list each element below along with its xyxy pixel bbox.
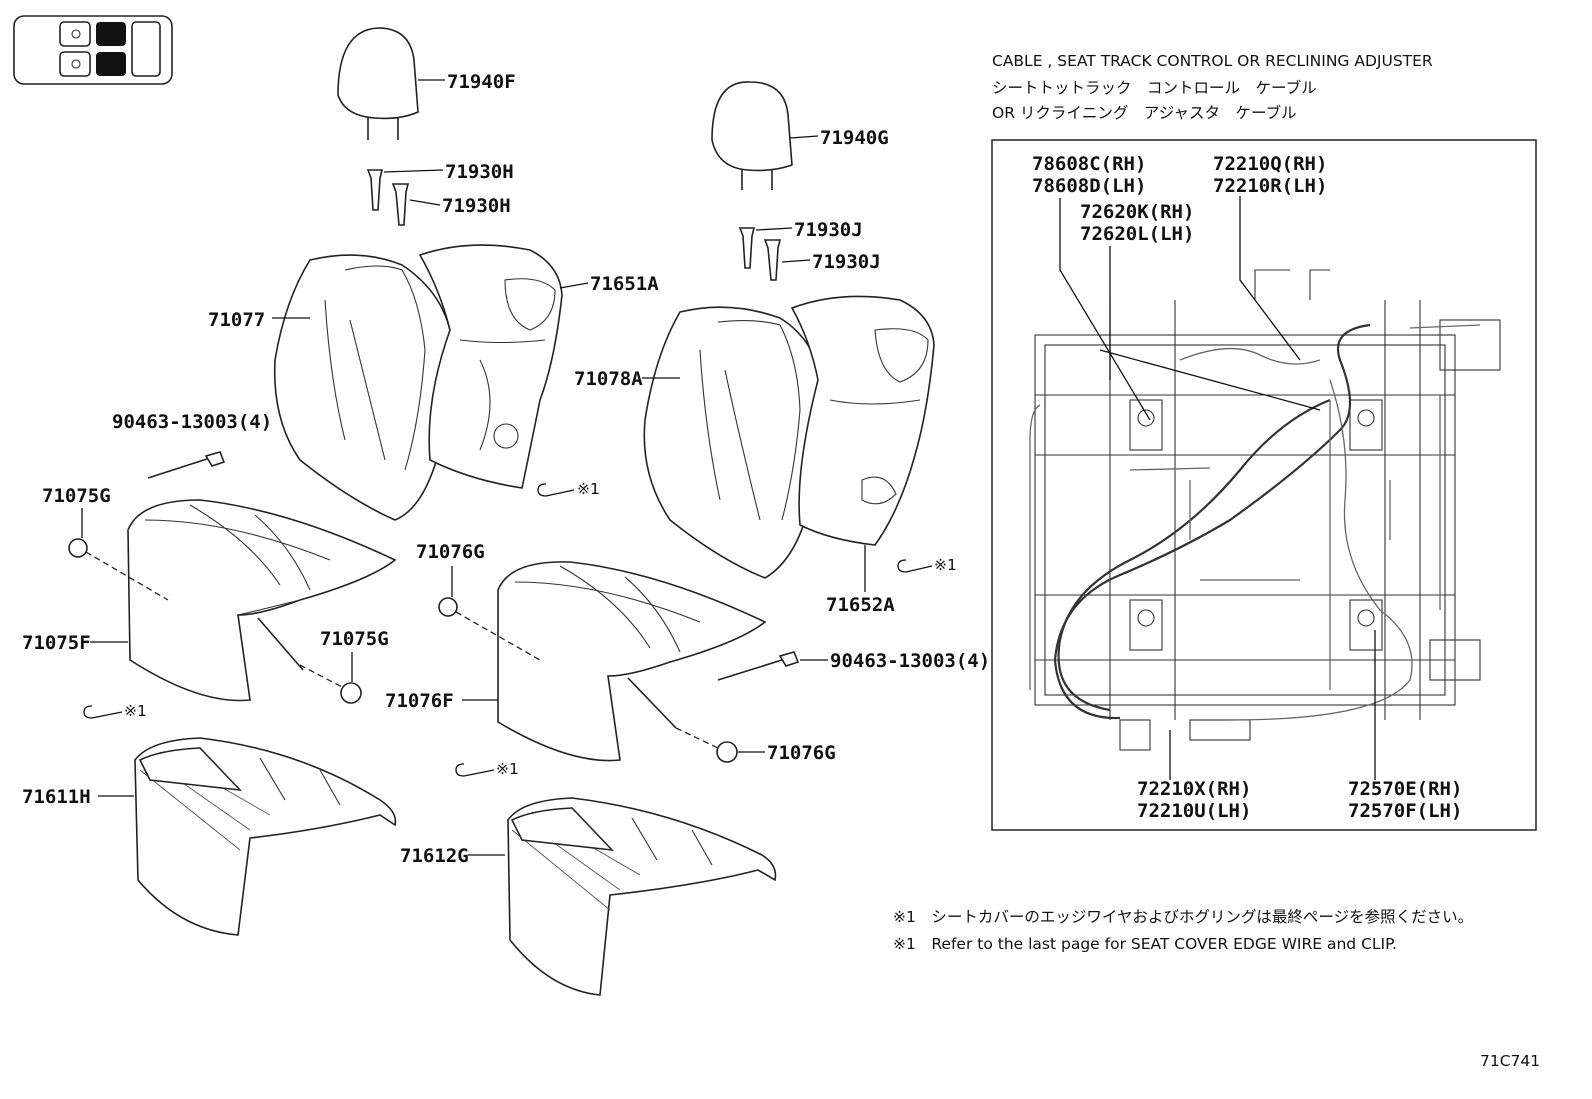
label-72620k[interactable]: 72620K(RH) [1080, 201, 1194, 223]
hog-ring-90463-right [717, 651, 828, 681]
inset-title-jp-1: シートトットラック コントロール ケーブル [992, 78, 1317, 97]
label-71940f[interactable]: 71940F [447, 71, 516, 93]
clip-71076g-lower [675, 727, 765, 763]
label-71611h[interactable]: 71611H [22, 786, 91, 808]
label-72210u[interactable]: 72210U(LH) [1137, 800, 1251, 822]
label-78608d[interactable]: 78608D(LH) [1032, 175, 1146, 197]
label-71930h-a[interactable]: 71930H [445, 161, 514, 183]
headrest-guide-71930h [366, 169, 444, 226]
seat-track-frame-illustration [1029, 269, 1501, 751]
label-72210q[interactable]: 72210Q(RH) [1213, 153, 1327, 175]
seat-back-cover-71077 [272, 254, 452, 521]
ref-mark-hooks [83, 483, 933, 777]
inset-title-en: CABLE , SEAT TRACK CONTROL OR RECLINING … [992, 52, 1433, 70]
seat-cushion-cover-71075f [127, 499, 397, 702]
footnote-en: ※1 Refer to the last page for SEAT COVER… [893, 935, 1397, 953]
clip-71075g-lower [299, 652, 362, 704]
label-72210r[interactable]: 72210R(LH) [1213, 175, 1327, 197]
inset-frame [991, 139, 1537, 831]
ref-mark-3: ※1 [124, 702, 147, 720]
label-90463-right[interactable]: 90463-13003(4) [830, 650, 990, 672]
seat-back-board-71651a [418, 244, 589, 489]
label-78608c[interactable]: 78608C(RH) [1032, 153, 1146, 175]
seat-back-cover-71078a [642, 306, 822, 579]
label-71076g-lower[interactable]: 71076G [767, 742, 836, 764]
label-71075g-upper[interactable]: 71075G [42, 485, 111, 507]
label-71930j-a[interactable]: 71930J [794, 219, 863, 241]
hog-ring-90463-left [147, 451, 226, 479]
ref-mark-2: ※1 [934, 556, 957, 574]
clip-71076g-upper [438, 566, 541, 661]
ref-mark-4: ※1 [496, 760, 519, 778]
diagram-code: 71C741 [1480, 1052, 1540, 1070]
inset-leader-lines [1059, 196, 1376, 780]
label-71076g-upper[interactable]: 71076G [416, 541, 485, 563]
label-71078a[interactable]: 71078A [574, 368, 643, 390]
headrest-guide-71930j [738, 227, 811, 281]
headrest-71940g [711, 81, 819, 190]
label-71075f[interactable]: 71075F [22, 632, 91, 654]
headrest-71940f [337, 27, 445, 140]
label-71076f[interactable]: 71076F [385, 690, 454, 712]
ref-mark-1: ※1 [577, 480, 600, 498]
footnote-jp: ※1 シートカバーのエッジワイヤおよびホグリングは最終ページを参照ください。 [893, 908, 1473, 926]
seat-cushion-cover-71076f [497, 561, 767, 762]
label-71077[interactable]: 71077 [208, 309, 265, 331]
label-90463-left[interactable]: 90463-13003(4) [112, 411, 272, 433]
label-71940g[interactable]: 71940G [820, 127, 889, 149]
label-72620l[interactable]: 72620L(LH) [1080, 223, 1194, 245]
clip-71075g-upper [68, 508, 169, 601]
label-71652a[interactable]: 71652A [826, 594, 895, 616]
label-71612g[interactable]: 71612G [400, 845, 469, 867]
label-71930j-b[interactable]: 71930J [812, 251, 881, 273]
seat-cushion-pad-71611h [98, 737, 397, 936]
label-71075g-lower[interactable]: 71075G [320, 628, 389, 650]
inset-title-jp-2: OR リクライニング アジャスタ ケーブル [992, 103, 1297, 122]
seat-position-locator-icon [13, 15, 173, 85]
label-72570f[interactable]: 72570F(LH) [1348, 800, 1462, 822]
seat-back-board-71652a [790, 295, 935, 592]
label-72210x[interactable]: 72210X(RH) [1137, 778, 1251, 800]
label-71651a[interactable]: 71651A [590, 273, 659, 295]
label-71930h-b[interactable]: 71930H [442, 195, 511, 217]
label-72570e[interactable]: 72570E(RH) [1348, 778, 1462, 800]
seat-cushion-pad-71612g [468, 797, 777, 996]
